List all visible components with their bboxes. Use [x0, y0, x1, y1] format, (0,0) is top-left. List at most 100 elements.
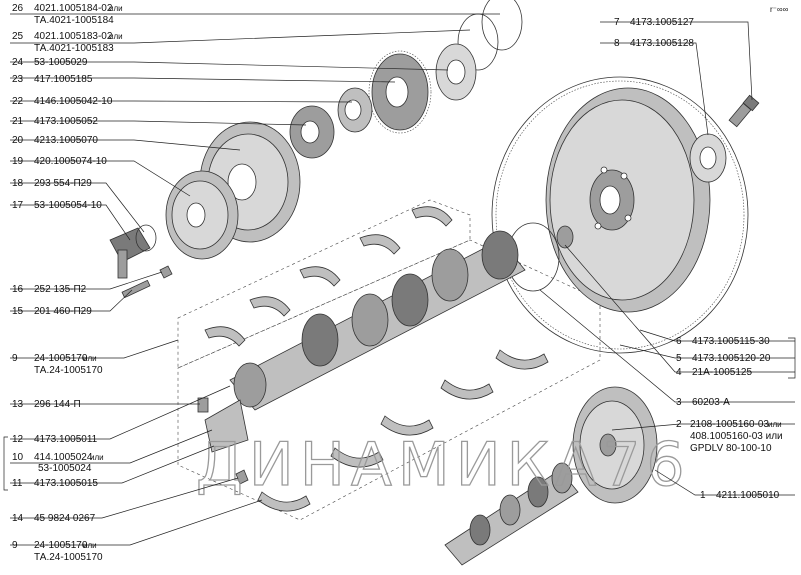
- part-23-gear-teeth: [368, 50, 432, 134]
- assembly-web: [499, 494, 521, 526]
- label-10-suffix: или: [90, 453, 104, 462]
- label-8-code: 4173.1005128: [630, 38, 694, 49]
- label-26-num: 26: [12, 3, 24, 14]
- label-9b-suffix: или: [83, 541, 97, 550]
- label-22-code: 4146.1005042-10: [34, 96, 113, 107]
- pilot-bearing: [556, 225, 574, 249]
- label-23-num: 23: [12, 74, 24, 85]
- leader-9-upper: [10, 339, 179, 359]
- label-26-suffix: или: [109, 4, 123, 13]
- label-9b-code-alt: ТА.24-1005170: [34, 552, 103, 563]
- assembly-web: [469, 514, 491, 546]
- bearing-shell: [257, 491, 311, 512]
- label-18-code: 293 554-П29: [34, 178, 92, 189]
- leader-10: [10, 429, 213, 464]
- label-25-num: 25: [12, 31, 24, 42]
- ratchet-head: [109, 227, 151, 263]
- label-4-code: 21А-1005125: [692, 367, 752, 378]
- label-9a-suffix: или: [83, 354, 97, 363]
- leader-6: [639, 329, 795, 342]
- leader-7: [600, 21, 753, 101]
- leader-23: [10, 77, 396, 83]
- ratchet-bolt: [109, 227, 151, 279]
- part-19-bore: [186, 202, 206, 228]
- ring-gear: [491, 76, 749, 354]
- label-15-num: 15: [12, 306, 24, 317]
- label-15-code: 201 460-П29: [34, 306, 92, 317]
- label-26-code-alt: ТА.4021-1005184: [34, 15, 114, 26]
- label-14-num: 14: [12, 513, 24, 524]
- crank-web: [431, 248, 469, 302]
- leader-24: [10, 61, 449, 71]
- label-13-code: 296 144-П: [34, 399, 81, 410]
- leader-21: [10, 120, 307, 126]
- washer-plate-bore: [699, 146, 717, 170]
- bearing-shell: [204, 326, 246, 347]
- label-2-code-alt: 408.1005160-03 или: [690, 431, 783, 442]
- flywheel-hole: [624, 214, 632, 222]
- label-21-code: 4173.1005052: [34, 116, 98, 127]
- label-16-num: 16: [12, 284, 24, 295]
- leader-11: [10, 445, 215, 484]
- label-16-code: 252 135-П2: [34, 284, 87, 295]
- label-9a-num: 9: [12, 353, 18, 364]
- label-3-num: 3: [676, 397, 682, 408]
- label-9a-code: 24-1005170: [34, 353, 88, 364]
- label-4-num: 4: [676, 367, 682, 378]
- label-11-code: 4173.1005015: [34, 478, 98, 489]
- label-25-code: 4021.1005183-02: [34, 31, 113, 42]
- crank-web: [301, 313, 339, 367]
- label-2-num: 2: [676, 419, 682, 430]
- label-2-suffix: или: [768, 420, 782, 429]
- bearing-shell: [440, 379, 494, 400]
- corner-mark: r⁻∞∞: [770, 5, 789, 14]
- label-12-num: 12: [12, 434, 24, 445]
- label-13-num: 13: [12, 399, 24, 410]
- leader-8: [600, 42, 709, 136]
- flywheel-bore: [599, 185, 621, 215]
- bracket-10-12: [3, 436, 8, 491]
- bearing-shell: [249, 296, 291, 317]
- lock-washer: [135, 224, 157, 252]
- label-22-num: 22: [12, 96, 24, 107]
- leader-16: [10, 271, 163, 290]
- bearing-shell: [299, 266, 341, 287]
- crankshaft-main: [204, 230, 526, 453]
- flywheel-bolt: [728, 94, 760, 128]
- bearing-shell: [330, 447, 384, 468]
- label-7-num: 7: [614, 17, 620, 28]
- leader-15: [10, 289, 133, 312]
- label-1-code: 4211.1005010: [716, 490, 780, 501]
- label-6-code: 4173.1005115-30: [692, 336, 770, 347]
- nut: [159, 265, 173, 279]
- label-24-code: 53-1005029: [34, 57, 88, 68]
- label-9b-code: 24-1005170: [34, 540, 88, 551]
- label-6-num: 6: [676, 336, 682, 347]
- watermark: ДИНАМИКА76: [196, 430, 691, 500]
- crank-nose: [204, 399, 249, 453]
- label-9a-code-alt: ТА.24-1005170: [34, 365, 103, 376]
- label-12-code: 4173.1005011: [34, 434, 98, 445]
- bracket-4-6: [788, 337, 796, 379]
- flywheel-assembly: [491, 76, 749, 354]
- label-18-num: 18: [12, 178, 24, 189]
- flywheel-hole: [594, 222, 602, 230]
- label-10-num: 10: [12, 452, 24, 463]
- right-leaders: [539, 21, 795, 496]
- leader-4: [564, 244, 795, 373]
- part-26-ring: [481, 0, 523, 51]
- label-26-code: 4021.1005184-02: [34, 3, 113, 14]
- assembly-hub: [599, 433, 617, 457]
- label-11-num: 11: [12, 478, 23, 489]
- lower-bearing-shells: [257, 349, 549, 512]
- leader-5: [619, 344, 795, 359]
- bolt-head: [742, 94, 760, 112]
- bearing-group-outline-lower: [177, 239, 601, 521]
- label-23-code: 417.1005185: [34, 74, 93, 85]
- leader-17: [10, 204, 131, 241]
- bearing-shell: [495, 349, 549, 370]
- assembly-web: [551, 462, 573, 494]
- crank-web: [351, 293, 389, 347]
